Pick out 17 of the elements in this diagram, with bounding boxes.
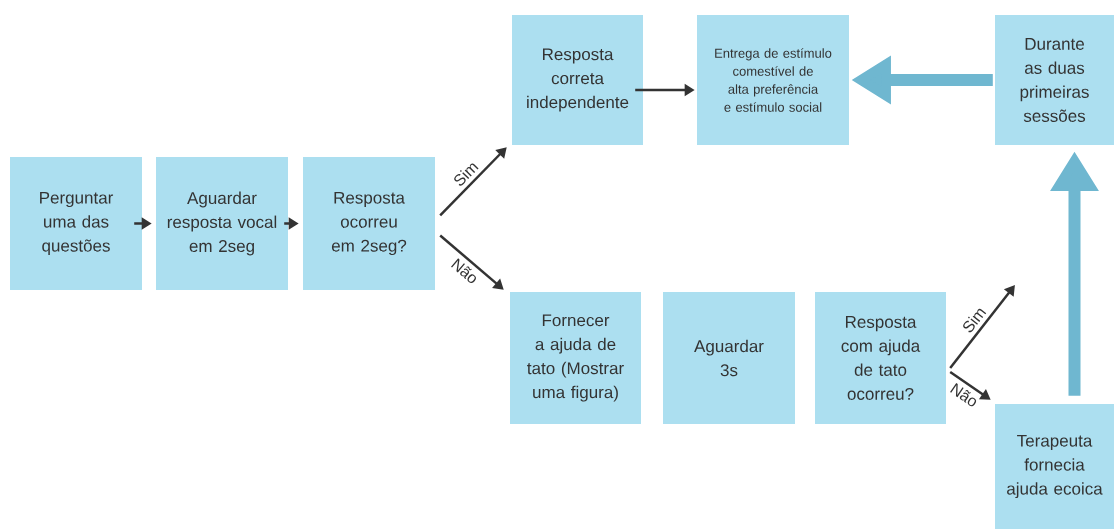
edge-label: Sim (963, 308, 987, 333)
process-box: Aguardar resposta vocal em 2seg (156, 157, 288, 290)
process-box: Resposta ocorreu em 2seg? (303, 157, 435, 290)
process-box: Aguardar 3s (663, 292, 795, 424)
process-box: Resposta com ajuda de tato ocorreu? (815, 292, 946, 424)
edge-label: Não (451, 258, 476, 284)
process-box: Durante as duas primeiras sessões (995, 15, 1114, 145)
edge-label: Sim (454, 163, 479, 186)
arrow (949, 285, 1015, 369)
process-box: Perguntar uma das questões (10, 157, 142, 290)
process-box: Entrega de estímulo comestível de alta preferência e estímulo social (697, 15, 849, 145)
process-box: Resposta correta independente (512, 15, 643, 145)
arrow (439, 147, 507, 217)
process-box: Fornecer a ajuda de tato (Mostrar uma figura) (510, 292, 641, 424)
edge-label: Não (950, 383, 977, 407)
arrow (439, 234, 504, 290)
process-box: Terapeuta fornecia ajuda ecoica (995, 404, 1114, 529)
